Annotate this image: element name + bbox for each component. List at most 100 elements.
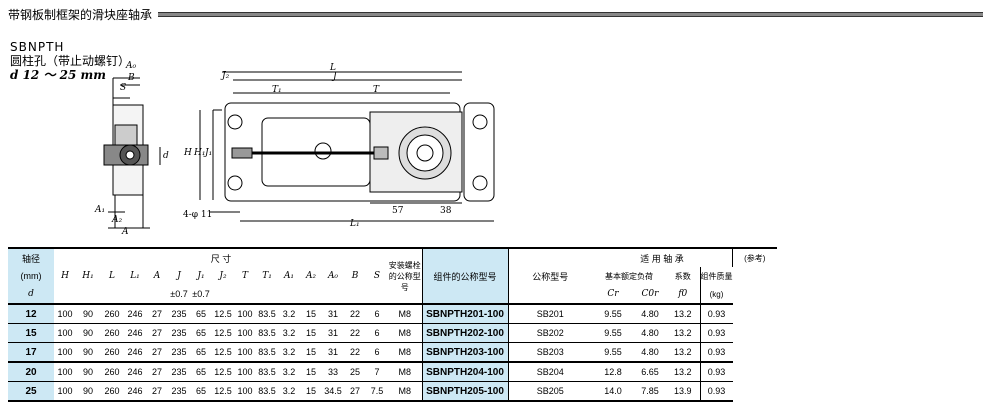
unit-no-cell: SBNPTH202-100	[422, 323, 508, 343]
label-b: B	[127, 73, 135, 83]
hdr-col-a: A	[153, 271, 161, 281]
label-a1: A₁	[94, 205, 105, 215]
hdr-col-l1: L₁	[130, 271, 140, 281]
f0-cell: 13.2	[666, 323, 700, 343]
unit-no-cell: SBNPTH205-100	[422, 381, 508, 402]
dim-cell: 235	[168, 323, 190, 343]
dim-cell: 246	[124, 361, 146, 382]
header-row-2: (mm) H H₁ L L₁ A J J₁ J₂ T T₁ A₁ A₂ A₀ B…	[8, 267, 777, 285]
dim-cell: 100	[234, 361, 256, 382]
hdr-col-t: T	[241, 271, 248, 281]
dim-cell: 90	[76, 323, 100, 343]
dim-cell: 31	[322, 303, 344, 324]
bearing-no-cell: SB204	[507, 361, 592, 382]
dim-cell: 65	[190, 303, 212, 324]
dim-cell: 246	[124, 323, 146, 343]
dim-cell: 260	[100, 381, 124, 402]
label-l1: L₁	[349, 219, 360, 229]
dim-cell: 6	[366, 323, 388, 343]
label-57: 57	[392, 206, 404, 216]
cr-cell: 9.55	[592, 303, 634, 324]
dim-cell: 3.2	[278, 303, 300, 324]
bolt-cell: M8	[388, 323, 423, 343]
dim-cell: 7	[366, 361, 388, 382]
hdr-col-j: J	[177, 271, 181, 281]
dim-cell: 27	[146, 361, 168, 382]
header-row-1: 轴径 尺 寸 安装螺栓的公称型号 组件的公称型号 适 用 轴 承 (参考)	[8, 247, 777, 304]
mass-cell: 0.93	[699, 342, 733, 362]
model-info: SBNPTH 圆柱孔（带止动螺钉） d 12 ～ 25 mm	[10, 40, 130, 82]
hdr-tol-j1: ±0.7	[192, 289, 210, 299]
label-h1: H₁	[193, 148, 205, 158]
dim-cell: 3.2	[278, 381, 300, 402]
bore-cell: 25	[8, 381, 54, 402]
dim-cell: 15	[300, 342, 322, 362]
cr-cell: 9.55	[592, 323, 634, 343]
dim-cell: 6	[366, 342, 388, 362]
f0-cell: 13.2	[666, 342, 700, 362]
dim-cell: 100	[54, 342, 76, 362]
dim-cell: 100	[54, 381, 76, 402]
front-view	[199, 71, 495, 222]
label-s: S	[120, 83, 126, 93]
hdr-mass: 组件质量	[699, 267, 733, 285]
dim-cell: 31	[322, 323, 344, 343]
dim-cell: 33	[322, 361, 344, 382]
unit-no-cell: SBNPTH201-100	[422, 303, 508, 324]
dim-cell: 235	[168, 342, 190, 362]
hdr-col-t1: T₁	[262, 271, 272, 281]
dim-cell: 235	[168, 361, 190, 382]
hdr-col-a0: A₀	[327, 271, 339, 281]
spec-table: 轴径 尺 寸 安装螺栓的公称型号 组件的公称型号 适 用 轴 承 (参考) (m…	[8, 247, 777, 402]
label-a: A	[121, 227, 129, 237]
dim-cell: 90	[76, 342, 100, 362]
dim-cell: 83.5	[256, 381, 278, 402]
bolt-cell: M8	[388, 303, 423, 324]
dim-cell: 65	[190, 361, 212, 382]
bolt-cell: M8	[388, 381, 423, 402]
dim-cell: 3.2	[278, 323, 300, 343]
label-a2: A₂	[111, 215, 122, 225]
dim-cell: 90	[76, 381, 100, 402]
f0-cell: 13.2	[666, 361, 700, 382]
dim-cell: 100	[234, 381, 256, 402]
dim-cell: 260	[100, 303, 124, 324]
cor-cell: 4.80	[634, 303, 666, 324]
dim-cell: 100	[54, 323, 76, 343]
dim-cell: 246	[124, 303, 146, 324]
dim-cell: 83.5	[256, 323, 278, 343]
dim-cell: 15	[300, 381, 322, 402]
dim-cell: 27	[344, 381, 366, 402]
side-view	[103, 77, 161, 229]
dim-cell: 7.5	[366, 381, 388, 402]
dim-cell: 15	[300, 323, 322, 343]
dim-cell: 22	[344, 323, 366, 343]
f0-cell: 13.2	[666, 303, 700, 324]
cor-cell: 7.85	[634, 381, 666, 402]
model-desc: 圆柱孔（带止动螺钉）	[10, 54, 131, 68]
bearing-no-cell: SB202	[507, 323, 592, 343]
dim-cell: 27	[146, 342, 168, 362]
dim-cell: 12.5	[212, 361, 234, 382]
technical-drawing: A₀ B S d A₁ A₂ A L J J₂ T₁	[94, 61, 495, 237]
dim-cell: 22	[344, 303, 366, 324]
hdr-tol-j: ±0.7	[170, 289, 188, 299]
dim-cell: 22	[344, 342, 366, 362]
model-range: d 12 ～ 25 mm	[10, 68, 106, 82]
dim-cell: 83.5	[256, 342, 278, 362]
hdr-bore: 轴径	[8, 247, 54, 267]
mass-cell: 0.93	[699, 303, 733, 324]
hdr-bore-sym: d	[8, 285, 54, 304]
dim-cell: 34.5	[322, 381, 344, 402]
label-h: H	[183, 148, 192, 158]
dim-cell: 3.2	[278, 342, 300, 362]
hdr-dims: 尺 寸	[54, 247, 388, 267]
label-t1: T₁	[272, 85, 282, 95]
hdr-bearing-no: 公称型号	[507, 267, 592, 285]
model-name: SBNPTH	[10, 40, 65, 54]
dim-cell: 27	[146, 323, 168, 343]
